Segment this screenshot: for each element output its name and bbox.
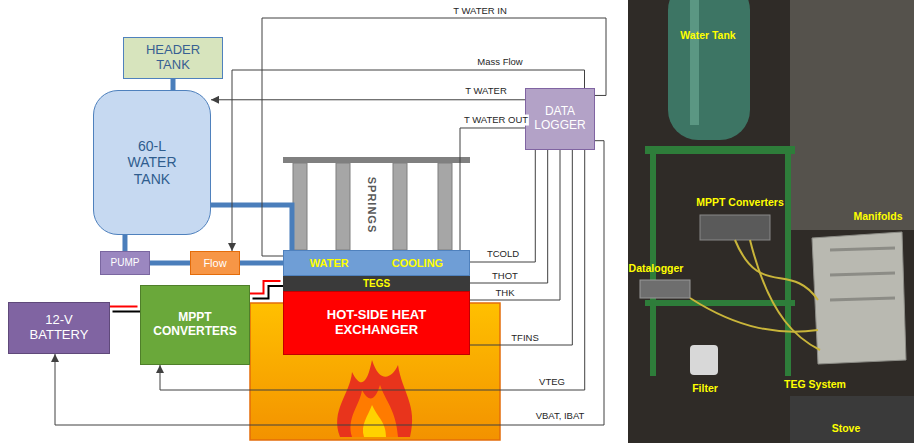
power-wires <box>108 307 143 312</box>
signal-name: TCOLD <box>486 249 520 260</box>
teg-band: TEGS <box>283 276 470 291</box>
node-text: 12-V BATTERY <box>23 313 95 343</box>
positive-wire <box>108 306 138 308</box>
node-text: WATER COOLING <box>310 257 443 270</box>
signal-line <box>262 18 606 256</box>
signal-name: THOT <box>491 270 519 281</box>
spring-column <box>438 163 452 250</box>
shelf-leg <box>650 146 656 376</box>
photo-label: Water Tank <box>680 29 735 41</box>
signal-name: T WATER <box>464 86 508 97</box>
manifold-pipes <box>830 248 895 300</box>
signal-name: THK <box>495 288 516 299</box>
signal-line <box>211 99 525 100</box>
node-text: TEGS <box>363 278 390 290</box>
signal-path <box>460 128 525 250</box>
signal-path <box>211 99 525 100</box>
photo-label: Filter <box>692 382 718 394</box>
node-text: DATA LOGGER <box>530 105 590 133</box>
photo-label: Stove <box>832 422 861 434</box>
cooling-band: WATER COOLING <box>283 250 470 276</box>
signal-path <box>470 150 572 345</box>
water-pipe <box>150 263 190 264</box>
signal-name: VTEG <box>538 377 566 388</box>
wire <box>735 240 818 300</box>
teg-foil <box>812 232 906 364</box>
springs-illustration <box>283 157 470 250</box>
water-tank-photo <box>668 0 750 140</box>
shelf <box>645 146 795 154</box>
signal-name: TFINS <box>510 333 539 344</box>
photo-label: Datalogger <box>629 262 684 274</box>
shelf-leg <box>785 146 791 376</box>
pipe-path <box>240 261 283 266</box>
spring-column <box>293 163 307 250</box>
spring-column <box>336 163 350 250</box>
logger-box: DATA LOGGER <box>525 88 595 150</box>
node-text: PUMP <box>111 257 140 269</box>
tank-box: 60-L WATER TANK <box>93 90 211 235</box>
signal-line <box>470 150 548 283</box>
signal-line <box>470 150 535 262</box>
pipe-path <box>150 261 190 266</box>
node-text: HOT-SIDE HEAT EXCHANGER <box>302 308 452 338</box>
pipe-path <box>171 79 176 90</box>
part-label: SPRINGS <box>365 177 378 234</box>
signal-name: VBAT, IBAT <box>535 411 586 422</box>
battery-box: 12-V BATTERY <box>8 302 110 354</box>
water-pipe <box>124 235 125 251</box>
node-text: MPPT CONVERTERS <box>147 311 243 339</box>
signal-line <box>460 128 525 250</box>
node-text: HEADER TANK <box>141 43 205 73</box>
wire <box>750 240 820 350</box>
datalogger-device <box>640 280 690 298</box>
photo-label: Manifolds <box>854 210 903 222</box>
signal-name: T WATER OUT <box>463 115 529 126</box>
photo-label: MPPT Converters <box>696 196 784 208</box>
photo-label: TEG System <box>784 378 846 390</box>
power-wires <box>248 281 286 299</box>
spring-plate <box>283 157 470 163</box>
pump-box: PUMP <box>100 251 150 275</box>
signal-path <box>470 150 535 262</box>
wire <box>690 298 818 332</box>
signal-path <box>470 150 560 300</box>
wall <box>790 0 914 230</box>
flow-meter-box: Flow <box>190 251 240 275</box>
stove-photo <box>790 396 914 443</box>
water-pipe <box>173 79 174 90</box>
tank-box: HEADER TANK <box>123 37 223 79</box>
signal-name: Mass Flow <box>476 57 523 68</box>
signal-name: T WATER IN <box>452 6 508 17</box>
signal-line <box>470 150 560 300</box>
negative-wire <box>113 311 143 313</box>
pipe-path <box>211 205 292 250</box>
flame <box>363 405 386 437</box>
heat-exchanger-box: HOT-SIDE HEAT EXCHANGER <box>283 291 470 355</box>
mppt-boards <box>700 215 770 240</box>
water-pipe <box>211 205 292 250</box>
node-text: Flow <box>203 257 226 270</box>
spring-column <box>393 163 407 250</box>
flame <box>351 385 398 437</box>
tank-highlight <box>690 0 699 125</box>
filter-photo <box>690 345 718 375</box>
positive-wire <box>248 281 281 294</box>
pipe-path <box>122 235 127 251</box>
negative-wire <box>253 286 286 299</box>
signal-path <box>470 150 548 283</box>
water-pipe <box>240 263 283 264</box>
converter-box: MPPT CONVERTERS <box>140 285 250 365</box>
signal-path <box>262 18 606 256</box>
node-text: 60-L WATER TANK <box>122 138 182 186</box>
signal-line <box>470 150 572 345</box>
photo-illustration <box>628 0 914 443</box>
